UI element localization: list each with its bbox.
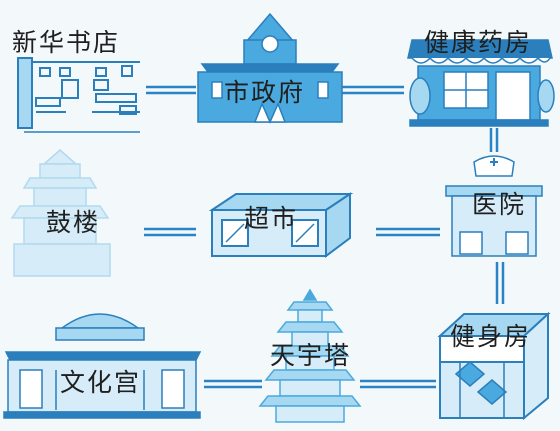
drum-tower-illustration [10,149,111,277]
label-fitness-house: 健身房 [450,322,532,351]
pharmacy-illustration [407,39,555,127]
city-hall-illustration [197,12,343,124]
bookstore-illustration [17,57,140,133]
label-health-pharmacy: 健康药房 [424,28,533,57]
supermarket-illustration [208,192,354,258]
label-tianyu-pagoda: 天宇塔 [270,341,352,370]
label-culture-palace: 文化宫 [60,368,142,397]
pagoda-illustration [258,288,362,423]
connectors [144,85,505,389]
label-city-hall: 市政府 [224,78,306,107]
culture-palace-illustration [3,313,202,419]
label-drum-tower: 鼓楼 [46,208,101,237]
gym-illustration [437,311,551,421]
label-hospital: 医院 [472,190,527,219]
label-xinhua-bookstore: 新华书店 [12,28,121,57]
label-supermarket: 超市 [244,204,299,233]
hospital-illustration [445,155,543,257]
